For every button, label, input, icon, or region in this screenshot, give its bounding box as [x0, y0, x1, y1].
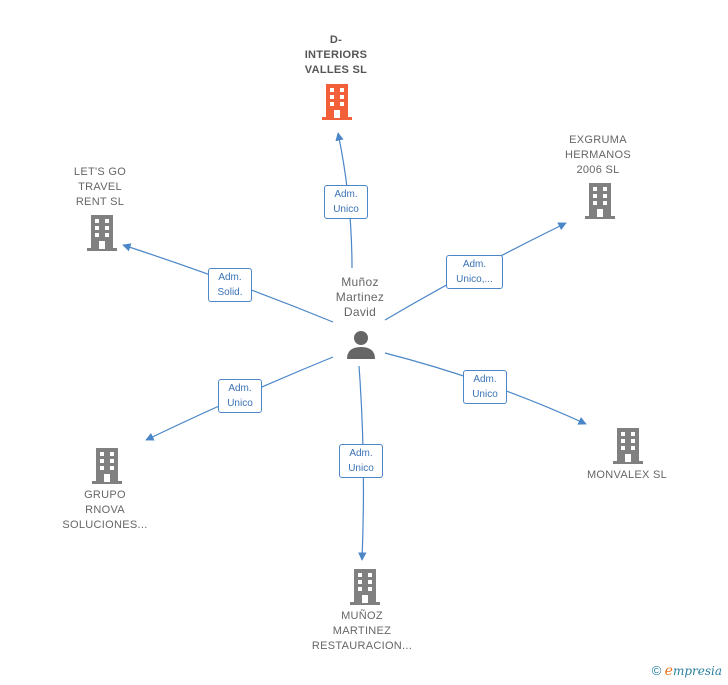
edge-label-munoz-restauracion[interactable]: Adm. Unico — [339, 444, 383, 478]
edge-role-detail: Unico — [333, 204, 359, 215]
edge-role: Adm. — [462, 259, 487, 270]
empresia-watermark: © empresia — [652, 663, 722, 679]
node-label-monvalex[interactable]: MONVALEX SL — [586, 469, 668, 481]
brand-logo-text: mpresia — [672, 664, 722, 678]
edge-label-d-interiors[interactable]: Adm. Unico — [324, 185, 368, 219]
building-icon[interactable] — [91, 448, 123, 484]
edge-role: Adm. — [228, 383, 252, 394]
node-label-lets-go[interactable]: LET'S GO TRAVEL RENT SL — [73, 166, 127, 208]
edge-role-detail: Unico — [348, 463, 374, 474]
building-icon[interactable] — [349, 569, 381, 605]
edge-label-lets-go[interactable]: Adm. Solid. — [208, 268, 252, 302]
edge-role-detail: Solid. — [217, 287, 243, 298]
building-icon[interactable] — [86, 215, 118, 251]
copyright-symbol: © — [651, 663, 662, 678]
edge-label-exgruma[interactable]: Adm. Unico,... — [446, 255, 503, 289]
edge-role: Adm. — [334, 189, 358, 200]
building-icon[interactable] — [584, 183, 616, 219]
person-icon[interactable] — [345, 328, 377, 360]
edge-role-detail: Unico,... — [456, 274, 493, 285]
edge-role: Adm. — [218, 272, 242, 283]
node-label-exgruma[interactable]: EXGRUMA HERMANOS 2006 SL — [565, 134, 631, 176]
edge-role: Adm. — [349, 448, 373, 459]
edge-role-detail: Unico — [227, 398, 253, 409]
edge-role-detail: Unico — [472, 389, 498, 400]
node-label-munoz-restauracion[interactable]: MUÑOZ MARTINEZ RESTAURACION... — [311, 610, 413, 652]
edge-role: Adm. — [473, 374, 497, 385]
building-icon[interactable] — [612, 428, 644, 464]
center-person-name: Muñoz Martinez David — [335, 275, 385, 319]
brand-logo-e: e — [664, 663, 673, 679]
building-icon[interactable] — [321, 84, 353, 120]
node-label-d-interiors[interactable]: D- INTERIORS VALLES SL — [304, 34, 368, 76]
edge-label-monvalex[interactable]: Adm. Unico — [463, 370, 507, 404]
node-label-grupo-rnova[interactable]: GRUPO RNOVA SOLUCIONES... — [62, 489, 148, 531]
edge-label-grupo-rnova[interactable]: Adm. Unico — [218, 379, 262, 413]
